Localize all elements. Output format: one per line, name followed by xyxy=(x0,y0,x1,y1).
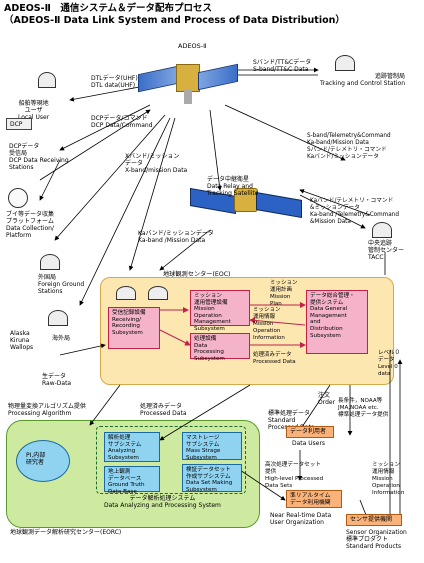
mission-plan-label: ミッション 運用計画 Mission Plan xyxy=(270,280,298,307)
raw-data-label: 生データ Raw-Data xyxy=(42,373,72,387)
ka-relay-label: Kaバンド/テレメトリ・コマンド &ミッションデータ Ka-band /Tele… xyxy=(310,198,399,225)
buoy-icon xyxy=(8,188,28,208)
data-analysis-system-label: データ解析処理システム Data Analyzing and Processin… xyxy=(104,495,221,509)
foreign-stations-label: 外国局 Foreign Ground Stations xyxy=(38,274,85,295)
dcp-box xyxy=(6,118,32,130)
mission-info-2-label: ミッション 運用情報 Mission Operation Information xyxy=(372,462,405,496)
title-jp: ADEOS-Ⅱ 通信システム＆データ配布プロセス xyxy=(4,3,213,14)
eoc-antenna-2-icon xyxy=(148,286,168,300)
mass-storage-box: マストレージ サブシステム Mass Strage Subsystem xyxy=(182,432,242,461)
s-ka-label: S-band/Telemetry&Command Ka-band/Mission… xyxy=(307,133,391,160)
tacc-label: 中央追跡 管制センター TACC xyxy=(368,240,405,261)
tracking-station-label: 追跡管制局 Tracking and Control Station xyxy=(320,73,406,87)
eoc-antenna-1-icon xyxy=(116,286,136,300)
xband-label: Xバンド/ミッション データ X-band/mission Data xyxy=(125,153,188,174)
pi-researcher-circle xyxy=(16,440,70,482)
local-user-antenna-icon xyxy=(38,72,56,88)
pi-researcher-label: PI,内部 研究者 xyxy=(26,452,46,466)
processed-data-label: 処理済みデータ Processed Data xyxy=(140,403,187,417)
noaa-label: 長条件，NOAA等 JMA,NOAA etc. 標準処理データ提供 xyxy=(338,398,389,418)
level0-label: レベル０ データ Level 0 data xyxy=(378,350,401,377)
eoc-label: 地球観測センター(EOC) xyxy=(163,271,231,278)
dcp-command-label: DCPデータ/コマンド DCP Data/Command xyxy=(91,115,153,129)
title-en: （ADEOS-Ⅱ Data Link System and Process of… xyxy=(4,15,345,26)
local-user-label: 船舶等現地 ユーザ Local User xyxy=(18,100,50,121)
eoc-processed-data: 処理済みデータ Processed Data xyxy=(253,352,296,365)
data-users-box: データ利用者 xyxy=(286,426,334,438)
receiving-recording-box: 受信記録設備 Receiving/ Recording Subsystem xyxy=(108,307,160,349)
dcp-label: DCP xyxy=(10,121,23,128)
tacc-antenna-icon xyxy=(372,222,392,238)
overseas-label-jp: 海外局 xyxy=(52,335,71,342)
eorc-label: 地球観測データ解析研究センター(EORC) xyxy=(10,529,122,536)
data-set-making-box: 検証データセット 作成サブシステム Data Set Making Subsys… xyxy=(182,464,242,493)
satellite-label: ADEOS-Ⅱ xyxy=(178,42,207,50)
nrt-user-box: 準リアルタイム データ利用機関 xyxy=(286,490,342,508)
overseas-stations-label: Alaska Kiruna Wallops xyxy=(10,330,34,351)
processing-algorithm-label: 物理量変換アルゴリズム提供 Processing Algorithm xyxy=(8,403,86,417)
dtl-label: DTLデータ(UHF) DTL data(UHF) xyxy=(91,75,138,89)
tracking-station-antenna-icon xyxy=(335,55,355,71)
ka-mission-label: Kaバンド/ミッションデータ Ka-band /Mission Data xyxy=(138,230,214,244)
buoy-label: ブイ等データ収集 プラットフォーム Data Collection/ Platf… xyxy=(6,211,55,239)
data-processing-box: 処理設備 Data Processing Subsystem xyxy=(190,333,250,362)
data-general-management-box: データ総合管理・ 提供システム Data General Management … xyxy=(306,290,368,354)
overseas-antenna-icon xyxy=(48,310,68,326)
nrt-user-en: Near Real-time Data User Organization xyxy=(270,512,332,526)
sband-tt-label: Sバンド/TT&Cデータ S-band/TT&C Data xyxy=(253,59,312,73)
adeos-ii-satellite xyxy=(138,50,238,110)
eoc-mission-op-info: ミッション 運用情報 Mission Operation Information xyxy=(253,307,285,341)
high-level-data-label: 高次処理データセット 提供 High-level Processed Data … xyxy=(265,462,324,489)
sensor-org-box: センサ提供機関 xyxy=(346,514,402,526)
foreign-station-antenna-icon xyxy=(40,254,60,270)
data-users-en: Data Users xyxy=(292,440,326,447)
eorc-analysis-panel xyxy=(96,426,246,494)
order-label: 注文 Order xyxy=(318,392,336,406)
relay-satellite-label: データ中継衛星 Data Relay and Tracking Satellit… xyxy=(207,176,259,197)
sensor-org-label: Sensor Organization 標準プロダクト Standard Pro… xyxy=(346,529,407,550)
dcp-station-label: DCPデータ 受信局 DCP Data Receiving Stations xyxy=(9,143,69,171)
analyzing-subsystem-box: 解析処理 サブシステム Analyzing Subsystem xyxy=(104,432,160,462)
ground-truth-box: 地上観測 データベース Ground Truth Data Base xyxy=(104,466,160,495)
relay-satellite xyxy=(190,182,310,224)
mission-management-box: ミッション 運用管理設備 Mission Operation Managemen… xyxy=(190,290,250,332)
